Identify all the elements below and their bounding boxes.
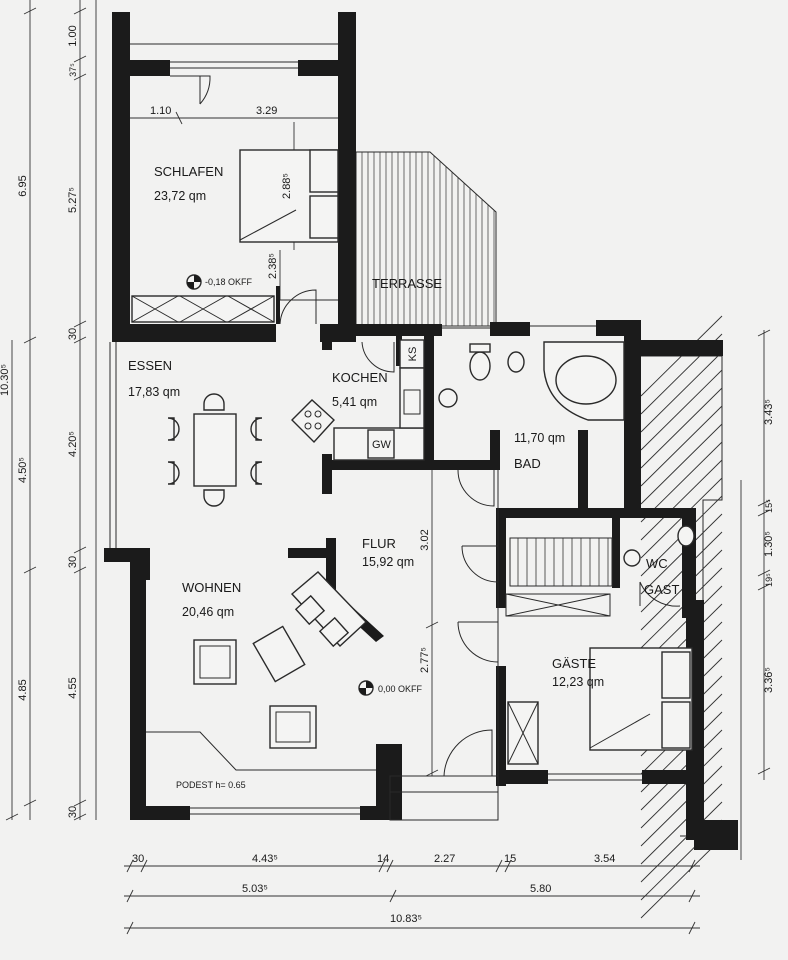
hatch-line	[640, 549, 723, 631]
hatch-line	[640, 765, 723, 847]
hatch-line	[640, 531, 723, 613]
dimension-texts: 30 4.43⁵ 14 2.27 15 3.54 5.03⁵ 5.80 10.8…	[0, 25, 775, 925]
room-name-kochen: KOCHEN	[332, 370, 388, 385]
hatch-line	[640, 747, 723, 829]
podest-label: PODEST h= 0.65	[176, 780, 246, 790]
room-area-bad: 11,70 qm	[514, 431, 565, 445]
dim-flur-2: 2.77⁵	[419, 647, 431, 673]
dim-right-1: 3.43⁵	[763, 399, 775, 425]
furniture	[131, 149, 695, 765]
hatch-line	[640, 513, 723, 595]
room-name-flur: FLUR	[362, 536, 396, 551]
dim-bottom-6: 3.54	[594, 853, 615, 865]
doors	[170, 75, 681, 777]
dim-right-3: 1.30⁵	[763, 531, 775, 557]
room-area-gaeste: 12,23 qm	[552, 675, 604, 689]
dim-left-m7: 4.55	[67, 677, 79, 698]
room-name-wc: WC	[646, 556, 668, 571]
room-name-schlafen: SCHLAFEN	[154, 164, 223, 179]
room-name-terrasse: TERRASSE	[372, 276, 442, 291]
dim-left-2: 4.50⁵	[17, 457, 29, 483]
dim-schlafen-1: 1.10	[150, 105, 171, 117]
dim-left-m4: 30	[67, 328, 79, 340]
room-labels: SCHLAFEN 23,72 qm -0,18 OKFF TERRASSE ES…	[128, 164, 679, 790]
dim-schlafen-2: 3.29	[256, 105, 277, 117]
dim-schlafen-4: 2.38⁵	[267, 253, 279, 279]
level-wohnen: 0,00 OKFF	[378, 684, 423, 694]
room-name-essen: ESSEN	[128, 358, 172, 373]
stairs	[505, 537, 613, 617]
dim-bottom-4: 2.27	[434, 853, 455, 865]
hatch-line	[640, 405, 723, 487]
hatch-line	[640, 387, 723, 469]
dim-left-m5: 4.20⁵	[67, 431, 79, 457]
room-area-schlafen: 23,72 qm	[154, 189, 206, 203]
dim-left-total: 10.30⁵	[0, 364, 11, 396]
dim-bottom-7: 5.03⁵	[242, 883, 268, 895]
dim-left-m8: 30	[67, 806, 79, 818]
dim-right-5: 3.36⁵	[763, 667, 775, 693]
terrace-hatch	[355, 151, 497, 327]
hatch-line	[640, 459, 723, 541]
hatch-line	[640, 783, 723, 865]
room-area-flur: 15,92 qm	[362, 555, 414, 569]
dim-bottom-1: 30	[132, 853, 144, 865]
room-name-wohnen: WOHNEN	[182, 580, 241, 595]
dim-flur-1: 3.02	[419, 529, 431, 550]
dimension-lines	[5, 0, 771, 935]
dim-left-m1: 1.00	[67, 25, 79, 46]
dim-left-m3: 5.27⁵	[67, 187, 79, 213]
dim-right-4: 19⁵	[764, 573, 774, 587]
dim-schlafen-3: 2.88⁵	[281, 173, 293, 199]
hatch-line	[640, 801, 723, 883]
dim-bottom-8: 5.80	[530, 883, 551, 895]
room-area-kochen: 5,41 qm	[332, 395, 377, 409]
label-gw: GW	[372, 439, 392, 451]
hatch-line	[640, 423, 723, 505]
hatch-line	[640, 351, 723, 433]
room-area-wohnen: 20,46 qm	[182, 605, 234, 619]
room-name-gaeste: GÄSTE	[552, 656, 596, 671]
room-name-bad: BAD	[514, 456, 541, 471]
dim-left-m6: 30	[67, 556, 79, 568]
level-schlafen: -0,18 OKFF	[205, 277, 253, 287]
label-ks: KS	[407, 347, 419, 362]
hatch-line	[640, 369, 723, 451]
dim-left-m2: 37⁵	[68, 63, 78, 77]
room-name-gast: GAST	[644, 582, 679, 597]
dim-right-2: 15⁵	[764, 499, 774, 513]
dim-bottom-5: 15	[504, 853, 516, 865]
dim-bottom-2: 4.43⁵	[252, 853, 278, 865]
dim-bottom-3: 14	[377, 853, 389, 865]
dim-left-1: 6.95	[17, 175, 29, 196]
dim-left-3: 4.85	[17, 679, 29, 700]
hatch-line	[640, 837, 723, 919]
dim-bottom-9: 10.83⁵	[390, 913, 422, 925]
hatch-line	[640, 567, 723, 649]
openings	[109, 43, 642, 821]
room-area-essen: 17,83 qm	[128, 385, 180, 399]
